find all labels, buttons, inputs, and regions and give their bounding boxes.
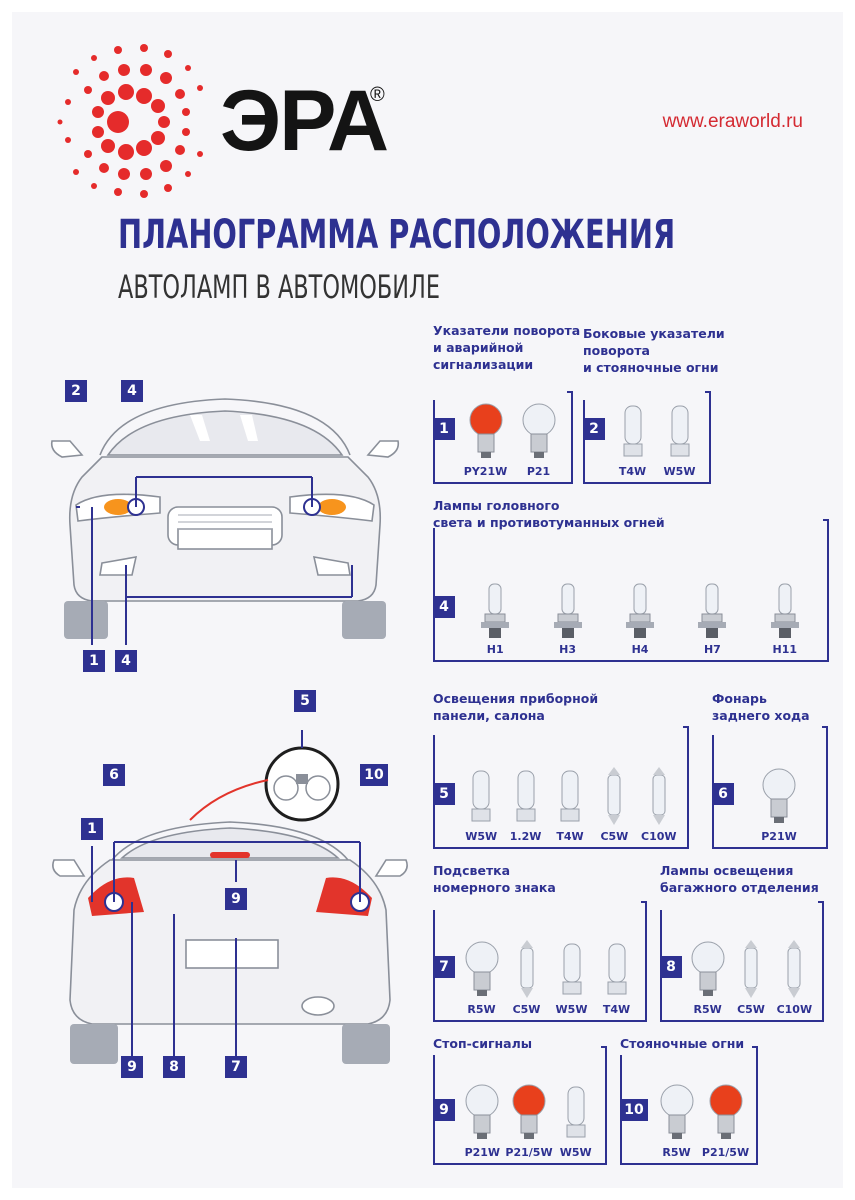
lamp-label: PY21W	[463, 465, 508, 478]
lamp-bulb-icon	[692, 578, 732, 646]
lamp-label: R5W	[662, 1146, 691, 1159]
group-heading: Стоп-сигналы	[433, 1036, 533, 1051]
lamp-label: P21/5W	[505, 1146, 553, 1159]
lamp-bulb-icon	[509, 1081, 549, 1149]
lamp-label: T4W	[602, 1003, 631, 1016]
lamp-bulb-icon	[519, 400, 559, 468]
registered-mark: ®	[370, 84, 385, 106]
group-heading: Лампы освещения багажного отделения	[660, 863, 819, 895]
page-title: ПЛАНОГРАММА РАСПОЛОЖЕНИЯ	[118, 212, 676, 258]
lamp-bulb-icon	[475, 578, 515, 646]
group-heading: Лампы головного света и противотуманных …	[433, 498, 665, 530]
group-number: 2	[583, 418, 605, 440]
lamp-label: W5W	[465, 830, 498, 843]
lamp-label: R5W	[693, 1003, 722, 1016]
group-number: 8	[660, 956, 682, 978]
group-number: 7	[433, 956, 455, 978]
lamp-bulb-icon	[462, 1081, 502, 1149]
website-link[interactable]: www.eraworld.ru	[662, 111, 803, 132]
lamp-label: C10W	[641, 830, 677, 843]
lamp-label: W5W	[663, 465, 696, 478]
group-heading: Стояночные огни	[620, 1036, 745, 1051]
group-heading: Указатели поворота и аварийной сигнализа…	[433, 323, 581, 372]
group-heading: Боковые указатели поворота и стояночные …	[583, 326, 725, 375]
lamp-label: R5W	[467, 1003, 496, 1016]
group-number: 1	[433, 418, 455, 440]
lamp-bulb-icon	[706, 1081, 746, 1149]
rear-marker: 8	[163, 1056, 185, 1078]
lamp-label: H7	[703, 643, 721, 656]
lamp-label: P21W	[761, 830, 797, 843]
lamp-label: C5W	[512, 1003, 541, 1016]
lamp-label: H11	[772, 643, 798, 656]
group-number: 9	[433, 1099, 455, 1121]
front-marker: 4	[121, 380, 143, 402]
lamp-label: C5W	[600, 830, 629, 843]
lamp-bulb-icon	[461, 765, 501, 833]
group-heading: Фонарь заднего хода	[712, 691, 810, 723]
group-bracket	[433, 519, 829, 662]
lamp-bulb-icon	[660, 400, 700, 468]
lamp-label: H1	[486, 643, 504, 656]
lamp-bulb-icon	[597, 938, 637, 1006]
group-bracket	[433, 391, 573, 484]
front-marker: 4	[115, 650, 137, 672]
lamp-bulb-icon	[556, 1081, 596, 1149]
lamp-label: W5W	[559, 1146, 592, 1159]
lamp-bulb-icon	[552, 938, 592, 1006]
lamp-label: C5W	[737, 1003, 765, 1016]
front-marker: 2	[65, 380, 87, 402]
lamp-bulb-icon	[657, 1081, 697, 1149]
era-sun-logo-icon	[57, 44, 203, 198]
lamp-label: H4	[631, 643, 649, 656]
group-number: 5	[433, 783, 455, 805]
rear-marker: 5	[294, 690, 316, 712]
group-heading: Подсветка номерного знака	[433, 863, 556, 895]
lamp-bulb-icon	[466, 400, 506, 468]
rear-marker: 6	[103, 764, 125, 786]
group-number: 6	[712, 783, 734, 805]
lamp-bulb-icon	[462, 938, 502, 1006]
rear-marker: 7	[225, 1056, 247, 1078]
lamp-bulb-icon	[550, 765, 590, 833]
lamp-bulb-icon	[620, 578, 660, 646]
rear-marker: 9	[121, 1056, 143, 1078]
group-heading: Освещения приборной панели, салона	[433, 691, 599, 723]
brand-name: ЭРА	[220, 73, 389, 169]
lamp-bulb-icon	[639, 765, 679, 833]
lamp-label: P21	[526, 465, 551, 478]
lamp-bulb-icon	[688, 938, 728, 1006]
page-subtitle: АВТОЛАМП В АВТОМОБИЛЕ	[118, 268, 441, 306]
front-marker: 1	[83, 650, 105, 672]
lamp-label: 1.2W	[509, 830, 542, 843]
lamp-bulb-icon	[774, 938, 814, 1006]
lamp-bulb-icon	[613, 400, 653, 468]
lamp-bulb-icon	[506, 765, 546, 833]
lamp-bulb-icon	[765, 578, 805, 646]
rear-marker: 9	[225, 888, 247, 910]
lamp-label: T4W	[618, 465, 647, 478]
lamp-bulb-icon	[731, 938, 771, 1006]
lamp-label: T4W	[556, 830, 584, 843]
lamp-label: P21/5W	[701, 1146, 750, 1159]
lamp-bulb-icon	[594, 765, 634, 833]
lamp-label: P21W	[464, 1146, 501, 1159]
group-bracket	[583, 391, 711, 484]
rear-marker: 1	[81, 818, 103, 840]
group-number: 10	[620, 1099, 648, 1121]
lamp-label: H3	[559, 643, 577, 656]
rear-marker: 10	[360, 764, 388, 786]
front-car-illustration	[50, 398, 400, 645]
group-number: 4	[433, 596, 455, 618]
lamp-label: C10W	[776, 1003, 813, 1016]
rear-car-illustration	[52, 730, 408, 1064]
lamp-bulb-icon	[548, 578, 588, 646]
lamp-bulb-icon	[507, 938, 547, 1006]
lamp-label: W5W	[555, 1003, 588, 1016]
lamp-bulb-icon	[759, 765, 799, 833]
